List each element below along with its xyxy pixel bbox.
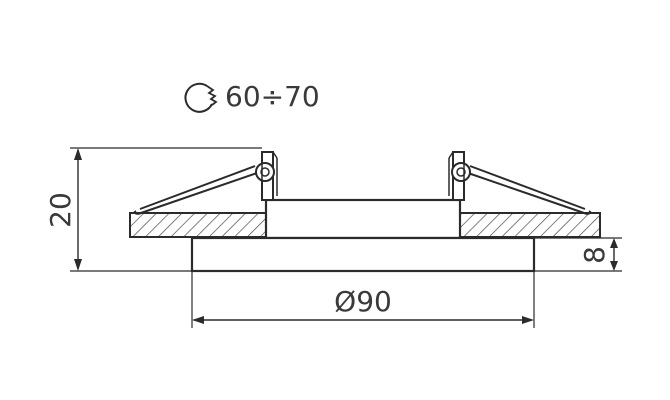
total-height-label: 20 (44, 192, 77, 228)
ring-height-label: 8 (578, 246, 611, 264)
ring-height-dimension (534, 237, 622, 272)
cutout-diameter-label: 60÷70 (225, 80, 320, 113)
ceiling-board-left (129, 212, 267, 238)
ceiling-board-right (459, 212, 601, 238)
spring-clip-right (448, 151, 592, 215)
diameter-dimension (191, 271, 535, 328)
hole-cutter-icon (184, 82, 218, 113)
total-height-dimension (70, 147, 262, 272)
spring-clip-left (133, 151, 278, 215)
bezel-ring (190, 236, 536, 273)
diameter-label: Ø90 (334, 285, 392, 318)
inner-housing (264, 198, 462, 240)
